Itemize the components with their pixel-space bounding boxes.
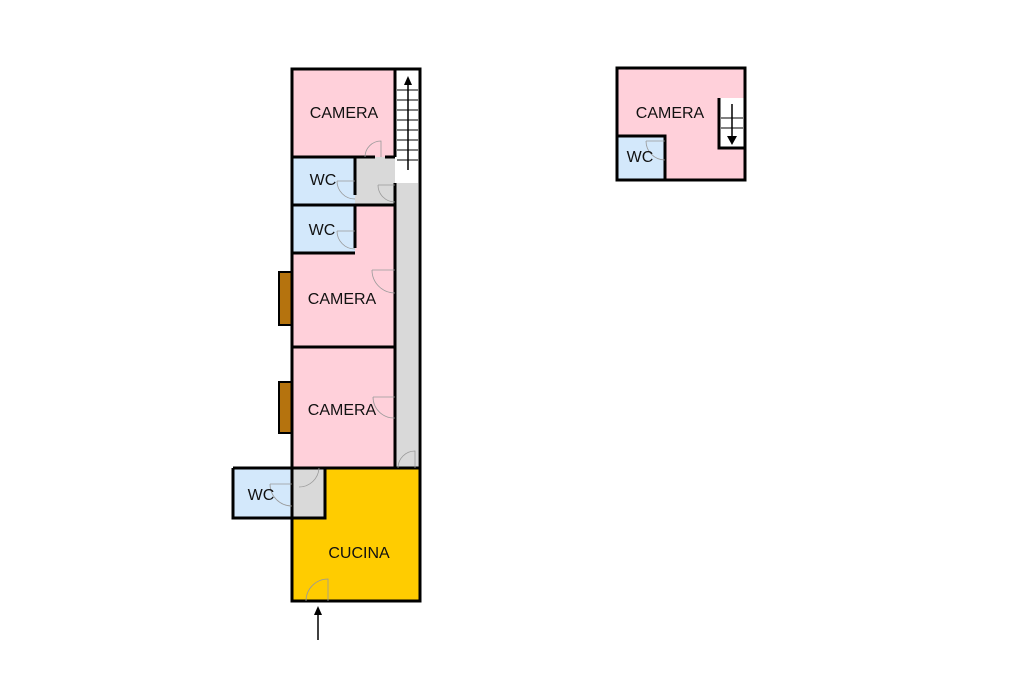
room-label: CUCINA xyxy=(328,545,390,562)
room-wc-2 xyxy=(292,205,355,253)
outer-wall-upper xyxy=(615,66,747,182)
stair-treads xyxy=(397,82,418,170)
door-swing xyxy=(397,450,416,469)
door-swing xyxy=(336,180,356,200)
room-label: WC xyxy=(310,172,337,189)
stair-treads-upper xyxy=(721,104,743,138)
room-label: CAMERA xyxy=(308,291,377,308)
door-swing xyxy=(364,140,382,158)
entrance-door-swing xyxy=(305,578,329,602)
upper-floor: CAMERA WC xyxy=(615,66,747,182)
room-wc-3 xyxy=(233,468,292,518)
interior-walls-upper xyxy=(617,98,745,180)
room-label: WC xyxy=(309,222,336,239)
door-swing xyxy=(645,140,666,161)
room-camera-1 xyxy=(292,69,395,157)
corridor xyxy=(395,183,418,468)
room-label: WC xyxy=(248,487,275,504)
hallway xyxy=(355,157,395,205)
room-label: CAMERA xyxy=(310,105,379,122)
door-swing xyxy=(269,483,293,507)
outer-wall xyxy=(290,67,422,603)
hallway-wc xyxy=(292,468,325,518)
door-swing xyxy=(336,230,356,250)
room-label: WC xyxy=(627,149,654,166)
stair-down-arrow-icon xyxy=(727,136,737,145)
door-swing xyxy=(298,467,320,488)
stair-up-arrow-icon xyxy=(404,76,412,85)
entrance-arrow-icon xyxy=(314,606,322,615)
interior-walls xyxy=(231,69,420,520)
room-camera-3 xyxy=(292,347,395,468)
door-swing xyxy=(371,269,396,294)
window-box-2 xyxy=(278,381,293,434)
window-box-1 xyxy=(278,271,293,326)
door-swing xyxy=(372,396,396,419)
ground-floor: CAMERA WC WC CAMERA CAMERA WC CUCINA xyxy=(231,67,422,640)
room-label: CAMERA xyxy=(308,402,377,419)
door-swing xyxy=(377,184,396,203)
room-label: CAMERA xyxy=(636,105,705,122)
